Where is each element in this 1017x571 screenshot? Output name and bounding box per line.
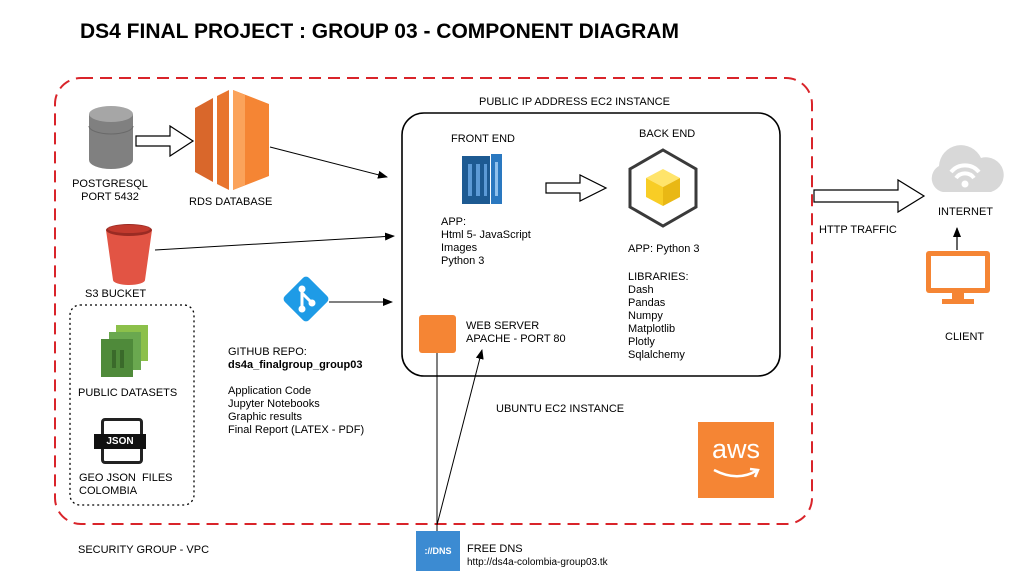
json-file-icon: JSON xyxy=(92,418,150,464)
dns-icon: ://DNS xyxy=(416,531,460,571)
rds-to-ec2-arrow xyxy=(269,146,388,179)
backend-libraries: LIBRARIES: Dash Pandas Numpy Matplotlib … xyxy=(628,271,689,362)
library-item: Sqlalchemy xyxy=(628,349,685,361)
monitor-icon xyxy=(926,251,990,304)
backend-app: APP: Python 3 xyxy=(628,243,700,255)
aws-smile xyxy=(713,467,760,478)
postgres-name: POSTGRESQL xyxy=(72,178,148,190)
cloud-wifi-icon xyxy=(931,145,1004,192)
rds-label: RDS DATABASE xyxy=(189,196,273,208)
vpc-label: SECURITY GROUP - VPC xyxy=(78,544,210,556)
ubuntu-label: UBUNTU EC2 INSTANCE xyxy=(496,403,625,415)
github-block: GITHUB REPO: ds4a_finalgroup_group03 App… xyxy=(228,346,364,437)
datasets-label: PUBLIC DATASETS xyxy=(78,387,178,399)
dns-block: FREE DNS http://ds4a-colombia-group03.tk xyxy=(467,543,608,569)
dataset-icon xyxy=(101,325,148,377)
vpc-boundary xyxy=(54,77,813,525)
postgres-to-rds-arrow xyxy=(135,124,195,158)
http-traffic-arrow xyxy=(813,178,926,214)
frontend-icon xyxy=(462,154,502,204)
github-item: Jupyter Notebooks xyxy=(228,398,320,410)
git-icon xyxy=(283,276,329,322)
library-item: Dash xyxy=(628,284,654,296)
frontend-to-backend-arrow xyxy=(545,174,608,202)
http-traffic-label: HTTP TRAFFIC xyxy=(819,224,897,236)
database-icon xyxy=(88,106,134,169)
internet-label: INTERNET xyxy=(938,206,993,218)
frontend-app-line: Python 3 xyxy=(441,255,485,267)
dns-url[interactable]: http://ds4a-colombia-group03.tk xyxy=(467,557,608,568)
rds-icon xyxy=(195,90,269,190)
library-item: Plotly xyxy=(628,336,655,348)
github-item: Final Report (LATEX - PDF) xyxy=(228,424,365,436)
geojson-label: GEO JSON FILES COLOMBIA xyxy=(79,472,173,498)
backend-cube-icon xyxy=(628,148,698,228)
github-item: Graphic results xyxy=(228,411,302,423)
webserver-title: WEB SERVER xyxy=(466,320,540,332)
library-item: Pandas xyxy=(628,297,666,309)
github-repo-name: ds4a_finalgroup_group03 xyxy=(228,359,363,371)
geojson-subtitle: COLOMBIA xyxy=(79,485,138,497)
frontend-app-line: Html 5- JavaScript xyxy=(441,229,531,241)
github-header: GITHUB REPO: xyxy=(228,346,307,358)
aws-logo-icon: aws xyxy=(698,422,774,498)
webserver-icon xyxy=(419,315,456,353)
frontend-app-line: APP: xyxy=(441,216,467,228)
s3-label: S3 BUCKET xyxy=(85,288,147,300)
geojson-title: GEO JSON FILES xyxy=(79,472,173,484)
s3-bucket-icon xyxy=(106,224,152,285)
frontend-title: FRONT END xyxy=(451,133,515,145)
libraries-header: LIBRARIES: xyxy=(628,271,689,283)
library-item: Numpy xyxy=(628,310,663,322)
client-label: CLIENT xyxy=(945,331,985,343)
json-badge: JSON xyxy=(94,434,146,449)
postgres-label: POSTGRESQL PORT 5432 xyxy=(64,178,156,204)
frontend-app-lines: APP: Html 5- JavaScript Images Python 3 xyxy=(441,216,531,268)
dns-to-webserver-arrow xyxy=(436,349,484,526)
backend-title: BACK END xyxy=(639,128,696,140)
aws-logo-text: aws xyxy=(711,434,760,464)
ec2-instance-box xyxy=(401,112,781,377)
postgres-port: PORT 5432 xyxy=(81,191,139,203)
library-item: Matplotlib xyxy=(628,323,676,335)
webserver-port: APACHE - PORT 80 xyxy=(466,333,566,345)
frontend-app-line: Images xyxy=(441,242,478,254)
s3-to-ec2-arrow xyxy=(154,232,395,251)
ec2-public-ip-label: PUBLIC IP ADDRESS EC2 INSTANCE xyxy=(479,96,670,108)
github-item: Application Code xyxy=(228,385,312,397)
local-files-group xyxy=(69,304,195,506)
page-title: DS4 FINAL PROJECT : GROUP 03 - COMPONENT… xyxy=(80,20,679,43)
webserver-label: WEB SERVER APACHE - PORT 80 xyxy=(466,320,566,346)
dns-title: FREE DNS xyxy=(467,543,523,555)
